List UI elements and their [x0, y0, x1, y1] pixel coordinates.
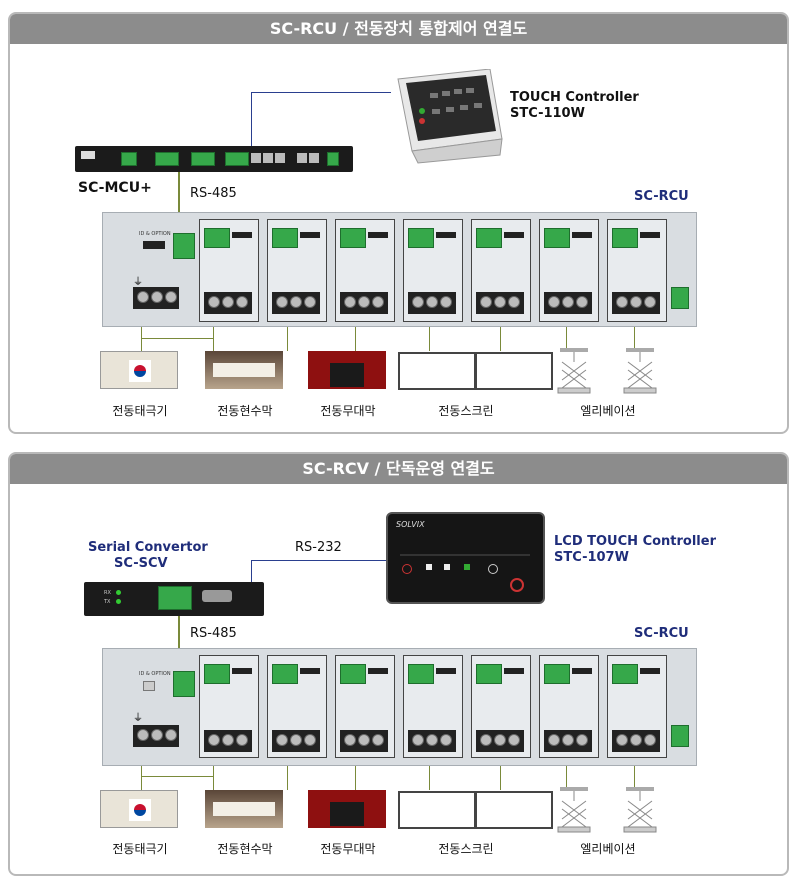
elevation-image	[620, 787, 660, 833]
rs232-line	[251, 560, 252, 582]
rcu-label: SC-RCU	[634, 626, 689, 641]
rcu-label: SC-RCU	[634, 189, 689, 204]
link-line	[251, 92, 252, 148]
elevation-image	[620, 348, 660, 394]
screen-image	[398, 791, 476, 829]
screen-image	[475, 791, 553, 829]
device-caption: 엘리베이션	[580, 404, 636, 418]
serial-convertor-device: RX TX	[84, 582, 264, 616]
lcd-controller-image: SOLVIX	[386, 512, 545, 604]
stage-curtain-image	[308, 790, 386, 828]
panel-title: SC-RCV / 단독운영 연결도	[10, 454, 787, 484]
device-caption: 전동현수막	[217, 404, 273, 418]
stage-curtain-image	[308, 351, 386, 389]
link-line	[251, 92, 391, 93]
banner-image	[205, 790, 283, 828]
device-caption: 엘리베이션	[580, 842, 636, 856]
convertor-name: Serial Convertor	[88, 540, 208, 555]
device-caption: 전동스크린	[438, 404, 494, 418]
elevation-image	[554, 787, 594, 833]
device-caption: 전동스크린	[438, 842, 494, 856]
screen-image	[398, 352, 476, 390]
panel-title: SC-RCU / 전동장치 통합제어 연결도	[10, 14, 787, 44]
banner-image	[205, 351, 283, 389]
lcd-controller-model: STC-107W	[554, 550, 629, 565]
rs485-wire	[178, 616, 180, 672]
rs485-label: RS-485	[190, 186, 237, 201]
touch-controller-image	[390, 68, 505, 164]
rs232-label: RS-232	[295, 540, 342, 555]
convertor-model: SC-SCV	[114, 556, 168, 571]
screen-image	[475, 352, 553, 390]
device-caption: 전동태극기	[112, 404, 168, 418]
rcu-rack: ID & OPTION ⏚	[102, 212, 697, 327]
rcu-rack: ID & OPTION ⏚	[102, 648, 697, 766]
panel-rcu-integrated: SC-RCU / 전동장치 통합제어 연결도 TOUCH Controller …	[8, 12, 789, 434]
mcu-label: SC-MCU+	[78, 180, 152, 196]
rs232-line	[251, 560, 387, 561]
device-caption: 전동무대막	[320, 842, 376, 856]
flag-image	[100, 351, 178, 389]
device-caption: 전동무대막	[320, 404, 376, 418]
rs485-label: RS-485	[190, 626, 237, 641]
controller-model: STC-110W	[510, 106, 585, 121]
lcd-controller-name: LCD TOUCH Controller	[554, 534, 716, 549]
device-caption: 전동현수막	[217, 842, 273, 856]
controller-name: TOUCH Controller	[510, 90, 639, 105]
mcu-device	[75, 146, 353, 172]
device-caption: 전동태극기	[112, 842, 168, 856]
flag-image	[100, 790, 178, 828]
elevation-image	[554, 348, 594, 394]
panel-rcv-standalone: SC-RCV / 단독운영 연결도 Serial Convertor SC-SC…	[8, 452, 789, 876]
rs485-wire	[178, 172, 180, 228]
